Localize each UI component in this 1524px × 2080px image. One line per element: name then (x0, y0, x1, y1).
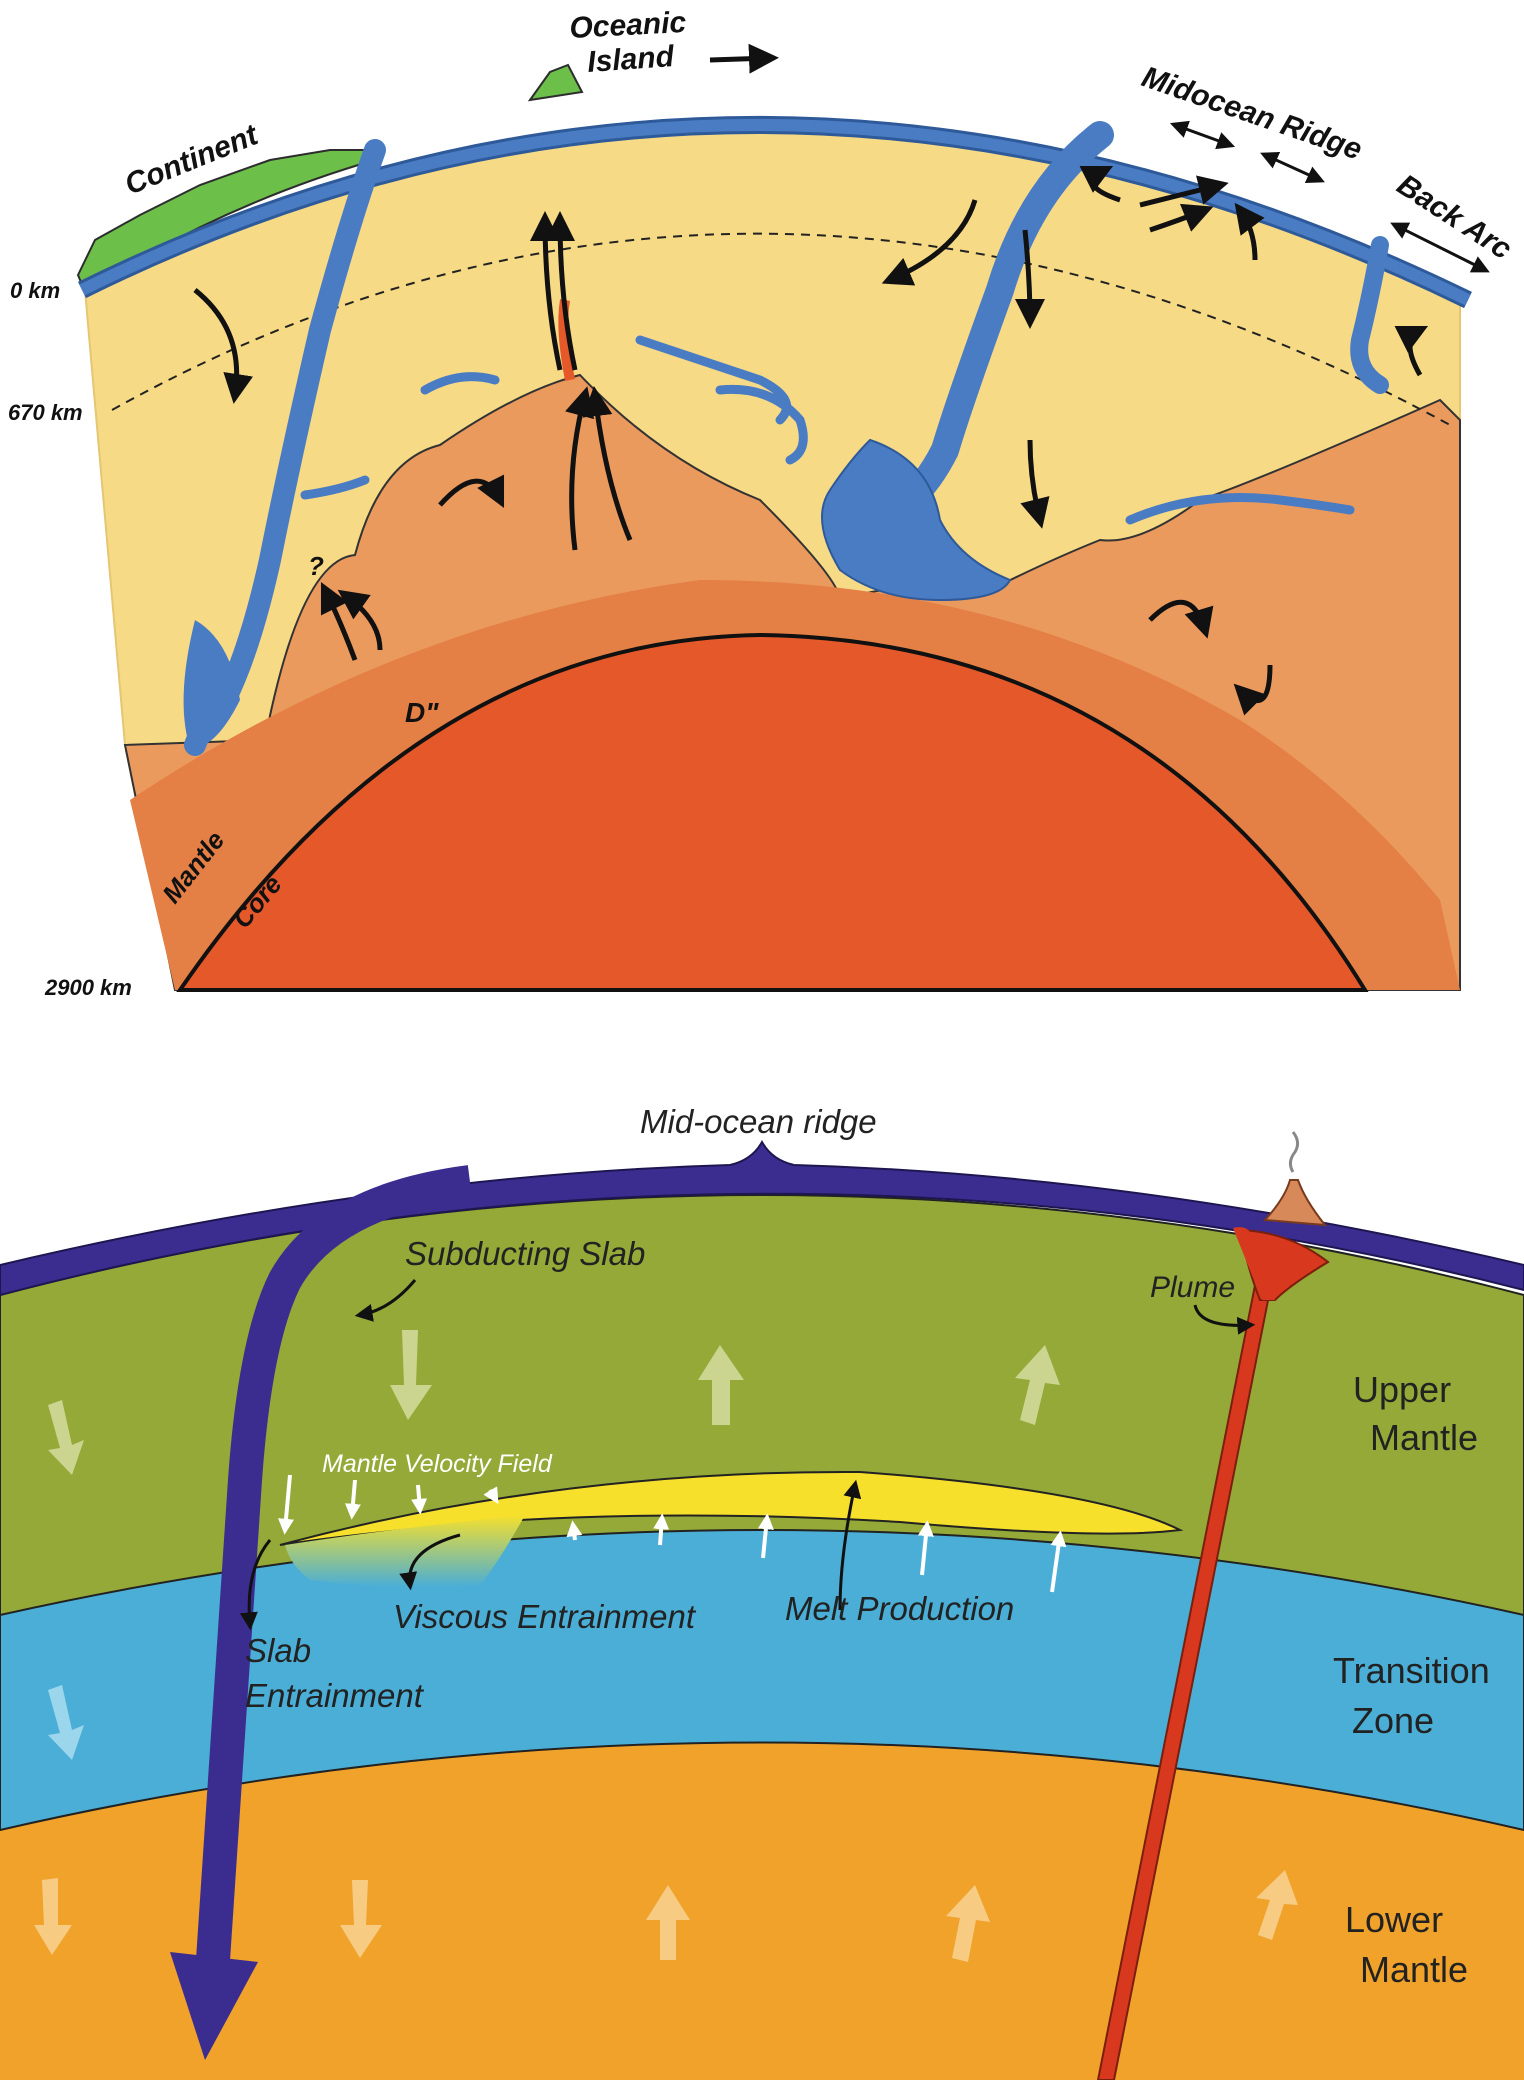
slab-fragment (420, 372, 500, 395)
velocity-arrow (1050, 1530, 1067, 1593)
depth-670-km-label: 670 km (8, 400, 83, 425)
mantle-velocity-field-label: Mantle Velocity Field (322, 1450, 553, 1478)
velocity-arrow (653, 1513, 670, 1546)
slab-entrainment-label-line1: Slab (245, 1632, 311, 1669)
slab-fragment (1125, 493, 1355, 525)
up-arrow-icon (698, 1345, 744, 1425)
plume-label: Plume (1150, 1271, 1235, 1304)
velocity-arrow (757, 1513, 774, 1559)
depth-0-km-label: 0 km (10, 278, 60, 303)
flow-arrow (545, 211, 578, 371)
question-mark-label: ? (308, 551, 324, 581)
flow-arrow (1139, 175, 1229, 208)
melt-production-pointer (838, 1479, 862, 1611)
velocity-arrow (411, 1484, 428, 1515)
flow-arrow (193, 288, 254, 404)
flow-arrow (709, 43, 779, 74)
flow-arrow (1233, 664, 1273, 716)
plume-top (1233, 1227, 1275, 1300)
convection-arrows (193, 43, 1429, 716)
spreading-arrows (1169, 120, 1490, 273)
upper-mantle-label-line1: Upper (1353, 1369, 1451, 1410)
mid-ocean-ridge-label: Mid-ocean ridge (640, 1103, 877, 1140)
bottom-panel: Mid-ocean ridge Subducting Slab Plume Up… (0, 1103, 1524, 2080)
up-arrow-icon (1256, 1870, 1298, 1940)
flow-arrow (1148, 599, 1214, 639)
viscous-entrainment-label: Viscous Entrainment (393, 1598, 697, 1635)
mantle-velocity-field-arrows (278, 1474, 1067, 1593)
transition-zone-label-line2: Zone (1352, 1700, 1434, 1741)
oceanic-island-label-line1: Oceanic (569, 6, 688, 45)
annotation-arrows (239, 1279, 1256, 1631)
viscous-entrainment-zone (285, 1515, 525, 1587)
velocity-arrow (917, 1520, 934, 1576)
flow-arrow (438, 474, 505, 509)
flow-arrow (1149, 203, 1214, 233)
flow-arrow (582, 386, 633, 541)
flow-arrow (1014, 229, 1045, 329)
flow-arrow (1234, 202, 1265, 261)
melt-production-label: Melt Production (785, 1590, 1014, 1627)
flow-arrow (1079, 165, 1121, 203)
flow-arrow (881, 199, 978, 286)
viscous-entrainment-pointer (399, 1533, 461, 1591)
velocity-arrow (483, 1486, 499, 1505)
subducting-slab-pointer (354, 1279, 417, 1322)
subducting-slab-label: Subducting Slab (405, 1235, 645, 1272)
down-arrow-icon (340, 1880, 382, 1958)
flow-arrow (337, 589, 383, 651)
back-arc-label: Back Arc (1391, 168, 1517, 266)
midocean-ridge-label: Midocean Ridge (1138, 60, 1366, 166)
oceanic-island (527, 63, 584, 102)
ridge-spreading-arrow (1260, 152, 1325, 183)
down-arrow-icon (390, 1330, 432, 1420)
flow-arrow (320, 581, 358, 661)
slab-arrowhead (170, 1952, 258, 2060)
lower-mantle-layer (0, 1707, 1524, 2080)
back-arc-slab (1350, 236, 1389, 394)
flow-arrow (1394, 325, 1429, 377)
volcanic-smoke (1288, 1131, 1300, 1173)
slab-fragment (300, 475, 370, 500)
up-arrow-icon (646, 1885, 690, 1960)
hotspot-volcano (1262, 1179, 1328, 1227)
slab-fragment (715, 384, 808, 465)
left-slab-pool (183, 620, 240, 749)
transition-zone-label-line1: Transition (1333, 1650, 1490, 1691)
top-panel: Oceanic Island Continent Midocean Ridge … (8, 6, 1518, 1000)
central-slab-pile (821, 438, 1012, 602)
velocity-arrow (566, 1520, 583, 1541)
670-km-boundary (111, 232, 1451, 426)
flow-arrow (1020, 439, 1050, 529)
mantle-flow-arrows (34, 1330, 1298, 1962)
down-arrow-icon (48, 1400, 84, 1475)
down-arrow-icon (34, 1878, 72, 1955)
velocity-arrow (344, 1479, 361, 1520)
oceanic-lithosphere-band (0, 1139, 1524, 1297)
ridge-spreading-arrow (1169, 120, 1236, 150)
oceanic-island-label-line2: Island (586, 40, 675, 79)
down-arrow-icon (48, 1685, 84, 1760)
upper-mantle-label-line2: Mantle (1370, 1417, 1478, 1458)
slab-entrainment-label-line2: Entrainment (245, 1677, 425, 1714)
d-double-prime-label: D" (405, 697, 439, 728)
depth-2900-km-label: 2900 km (44, 975, 132, 1000)
lower-mantle-label-line2: Mantle (1360, 1949, 1468, 1990)
core-region (176, 632, 1369, 992)
subducting-slab-body (196, 1165, 473, 1962)
plume-pointer (1193, 1304, 1256, 1335)
velocity-arrow (278, 1474, 294, 1535)
up-arrow-icon (946, 1885, 990, 1962)
slab-entrainment-pointer (239, 1539, 272, 1631)
back-arc-spreading-arrow (1390, 222, 1490, 273)
up-arrow-icon (1015, 1345, 1060, 1425)
flow-arrow (565, 386, 595, 551)
lower-mantle-label-line1: Lower (1345, 1899, 1443, 1940)
